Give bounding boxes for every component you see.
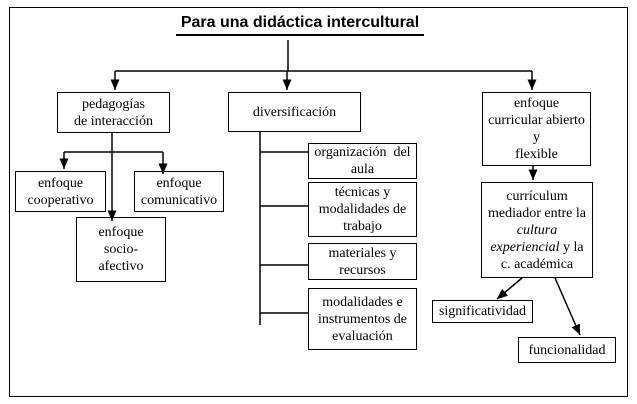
node-label-line: socio- bbox=[103, 242, 139, 257]
node-label-line: enfoque bbox=[98, 225, 144, 240]
node-label-line: enfoque bbox=[37, 175, 84, 191]
node-label-line: currículum bbox=[506, 188, 568, 204]
diagram-title: Para una didáctica intercultural bbox=[160, 14, 440, 36]
node-label-line: recursos bbox=[339, 262, 386, 278]
node-label-line: enfoque bbox=[513, 96, 560, 111]
node-label-line-italic: cultura bbox=[516, 222, 558, 238]
node-label-line: evaluación bbox=[332, 328, 393, 344]
node-modalidades-e-instrumentos: modalidades e instrumentos de evaluación bbox=[308, 288, 417, 350]
node-label-line: y bbox=[533, 130, 540, 145]
node-label-line: afectivo bbox=[98, 259, 144, 274]
node-label-line: mediador entre la bbox=[488, 205, 586, 221]
node-label-line: pedagogías bbox=[82, 96, 145, 112]
node-label-line: flexible bbox=[515, 147, 558, 162]
node-label-line: funcionalidad bbox=[528, 342, 606, 358]
node-tecnicas-y-modalidades: técnicas y modalidades de trabajo bbox=[308, 182, 417, 237]
node-label-line: experiencial y la bbox=[490, 239, 583, 256]
node-enfoque-socio-afectivo: enfoque socio- afectivo bbox=[76, 217, 166, 282]
node-label-line: trabajo bbox=[343, 219, 382, 234]
node-label-line: significatividad bbox=[438, 304, 527, 319]
node-label-line: materiales y bbox=[328, 245, 397, 261]
node-label-line: enfoque bbox=[156, 175, 202, 191]
node-label-line: aula bbox=[350, 162, 375, 177]
node-label-line: curricular abierto bbox=[488, 113, 585, 128]
node-label-line: modalidades de bbox=[318, 202, 407, 217]
node-enfoque-cooperativo: enfoque cooperativo bbox=[15, 171, 106, 212]
node-label-regular-part: y la bbox=[559, 239, 584, 255]
node-label-line: modalidades e bbox=[322, 294, 403, 310]
node-label-line: técnicas y bbox=[334, 185, 391, 200]
node-label-line: instrumentos de bbox=[317, 311, 408, 327]
node-diversificacion: diversificación bbox=[228, 92, 361, 132]
node-curriculum-mediador: currículum mediador entre la cultura exp… bbox=[481, 182, 593, 278]
node-materiales-y-recursos: materiales y recursos bbox=[308, 243, 417, 280]
node-label-line: de interacción bbox=[74, 113, 153, 129]
node-funcionalidad: funcionalidad bbox=[518, 337, 616, 363]
node-label-line: diversificación bbox=[252, 104, 337, 120]
node-label-line: organización del bbox=[314, 145, 411, 160]
node-label-line: cooperativo bbox=[27, 192, 94, 208]
diagram-border bbox=[9, 7, 628, 397]
node-label-line: comunicativo bbox=[140, 192, 218, 208]
node-label-line: c. académica bbox=[500, 256, 574, 272]
node-enfoque-comunicativo: enfoque comunicativo bbox=[134, 171, 224, 212]
node-organizacion-del-aula: organización del aula bbox=[308, 143, 417, 179]
node-significatividad: significatividad bbox=[432, 300, 533, 323]
node-pedagogias-de-interaccion: pedagogías de interacción bbox=[57, 92, 170, 133]
node-label-italic-part: experiencial bbox=[490, 239, 560, 255]
node-enfoque-curricular-abierto: enfoque curricular abierto y flexible bbox=[482, 92, 591, 166]
diagram-title-text: Para una didáctica intercultural bbox=[175, 14, 425, 36]
